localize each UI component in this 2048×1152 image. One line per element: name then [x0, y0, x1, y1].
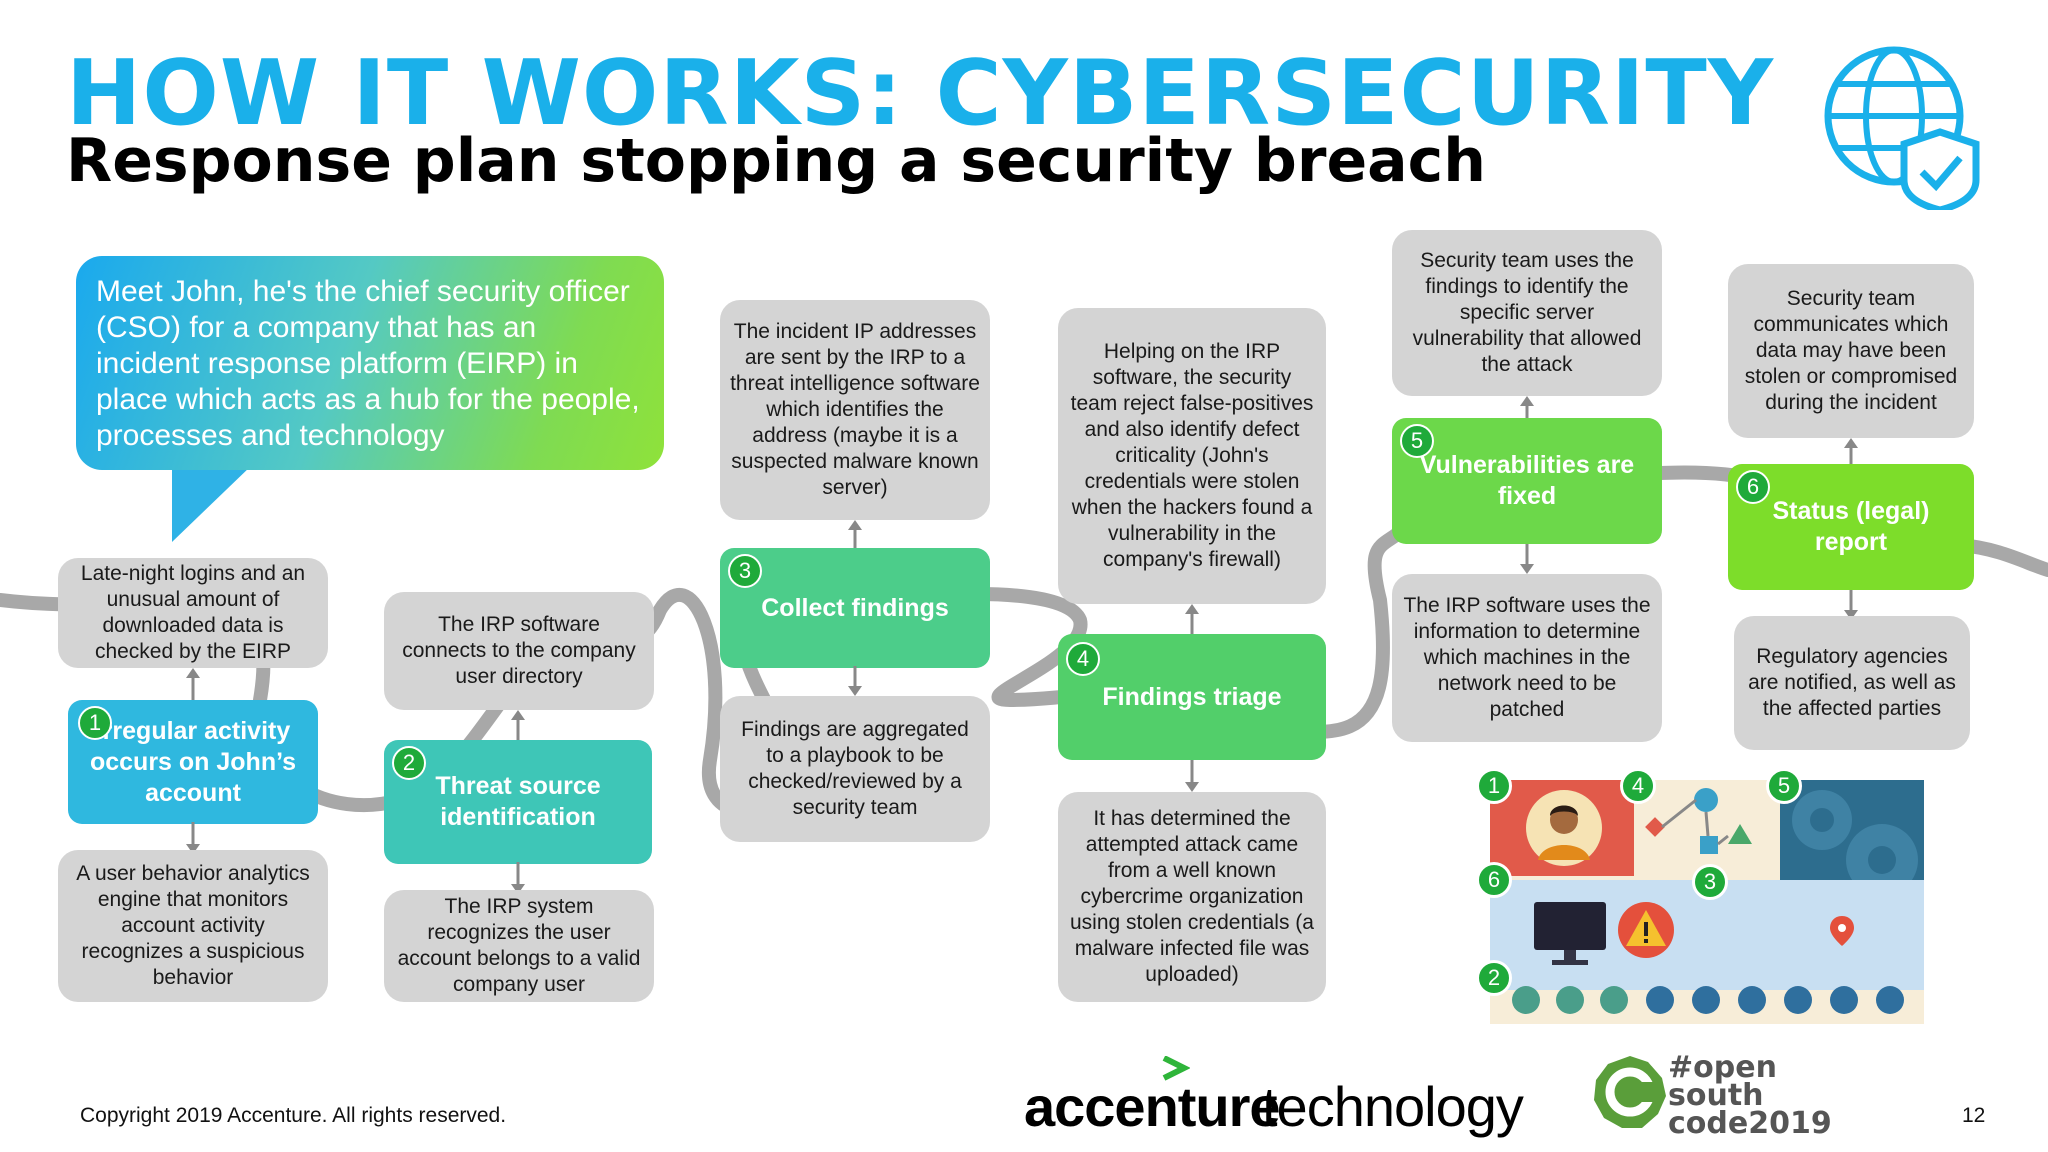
- step3-down-arrow: [848, 666, 862, 696]
- step2-number: 2: [392, 746, 426, 780]
- intro-bubble: Meet John, he's the chief security offic…: [76, 256, 664, 470]
- flowchart-icon: [1645, 788, 1752, 854]
- illustration-number-3: 3: [1692, 864, 1728, 900]
- step2-above-box: The IRP software connects to the company…: [384, 592, 654, 710]
- globe-shield-icon: [1824, 46, 1980, 210]
- event-line1: #open: [1668, 1050, 1777, 1085]
- step3-below-box: Findings are aggregated to a playbook to…: [720, 696, 990, 842]
- step4-down-arrow: [1185, 760, 1199, 792]
- illustration: [1490, 780, 1924, 1024]
- step1-down-arrow: [186, 822, 200, 854]
- illustration-number-6: 6: [1476, 862, 1512, 898]
- step2-below-box: The IRP system recognizes the user accou…: [384, 890, 654, 1002]
- step5-down-arrow: [1520, 544, 1534, 574]
- step6-up-arrow: [1844, 438, 1858, 466]
- step6-down-arrow: [1844, 590, 1858, 620]
- user-avatar-icon: [1526, 790, 1602, 866]
- step2-down-arrow: [511, 862, 525, 894]
- step3-above-box: The incident IP addresses are sent by th…: [720, 300, 990, 520]
- step1-below-box: A user behavior analytics engine that mo…: [58, 850, 328, 1002]
- step4-below-box: It has determined the attempted attack c…: [1058, 792, 1326, 1002]
- monitor-icon: [1534, 902, 1606, 965]
- step6-above-box: Security team communicates which data ma…: [1728, 264, 1974, 438]
- gear-icon: [1792, 790, 1918, 896]
- map-pin-icon: [1830, 916, 1854, 946]
- page-title: HOW IT WORKS: CYBERSECURITY: [66, 41, 1774, 146]
- illustration-number-1: 1: [1476, 768, 1512, 804]
- accenture-chevron-icon: [1162, 1056, 1190, 1081]
- step1-number: 1: [78, 706, 112, 740]
- step2-box: Threat source identification: [384, 740, 652, 864]
- brand-accenture: accenture: [1024, 1075, 1281, 1138]
- step1-up-arrow: [186, 668, 200, 700]
- brand-technology: technology: [1262, 1075, 1524, 1138]
- step5-box: Vulnerabilities are fixed: [1392, 418, 1662, 544]
- step4-above-box: Helping on the IRP software, the securit…: [1058, 308, 1326, 604]
- event-line3: code2019: [1668, 1106, 1832, 1141]
- open-south-code-logo-icon: [1594, 1056, 1666, 1128]
- step6-number: 6: [1736, 470, 1770, 504]
- illustration-number-2: 2: [1476, 960, 1512, 996]
- step4-up-arrow: [1185, 604, 1199, 634]
- copyright-text: Copyright 2019 Accenture. All rights res…: [80, 1104, 507, 1127]
- step4-box: Findings triage: [1058, 634, 1326, 760]
- step3-up-arrow: [848, 520, 862, 550]
- page-number: 12: [1962, 1104, 1986, 1127]
- step5-below-box: The IRP software uses the information to…: [1392, 574, 1662, 742]
- user-row-icons: [1512, 986, 1904, 1014]
- step5-above-box: Security team uses the findings to ident…: [1392, 230, 1662, 396]
- illustration-number-4: 4: [1620, 768, 1656, 804]
- warning-icon: [1618, 902, 1674, 958]
- step5-up-arrow: [1520, 396, 1534, 420]
- step6-below-box: Regulatory agencies are notified, as wel…: [1734, 616, 1970, 750]
- step4-number: 4: [1066, 642, 1100, 676]
- step5-number: 5: [1400, 424, 1434, 458]
- page-subtitle: Response plan stopping a security breach: [66, 126, 1486, 196]
- step3-number: 3: [728, 554, 762, 588]
- step2-up-arrow: [511, 710, 525, 742]
- event-logo-text: #open south code2019: [1668, 1050, 1832, 1141]
- illustration-number-5: 5: [1766, 768, 1802, 804]
- event-line2: south: [1668, 1078, 1764, 1113]
- step1-above-box: Late-night logins and an unusual amount …: [58, 558, 328, 668]
- step3-box: Collect findings: [720, 548, 990, 668]
